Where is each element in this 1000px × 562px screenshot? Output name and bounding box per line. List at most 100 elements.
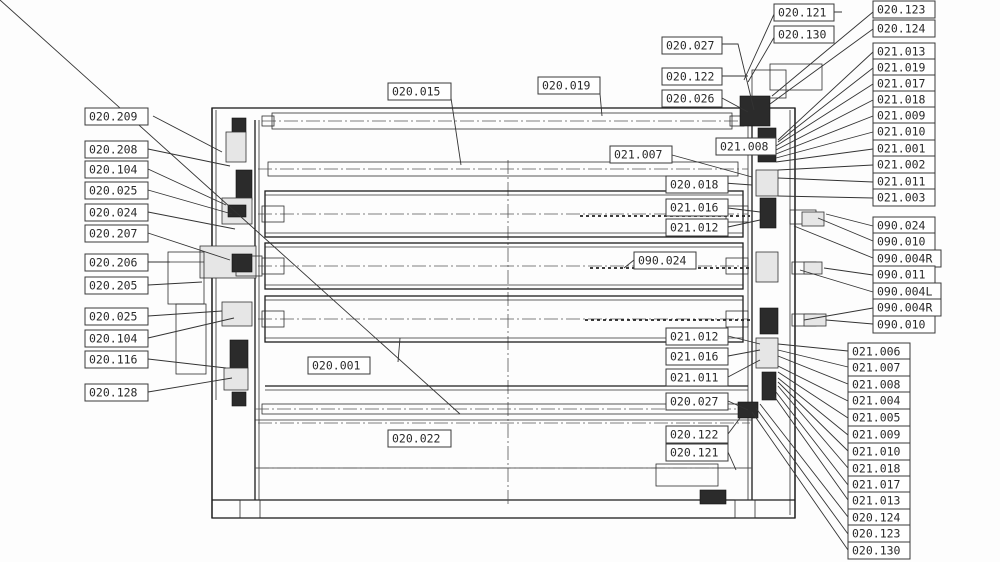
- part-number-text: 020.121: [670, 446, 719, 460]
- part-number-text: 021.005: [852, 411, 900, 425]
- part-label-l4: 020.122: [661, 67, 723, 86]
- part-label-l22: 020.018: [665, 175, 729, 194]
- part-label-l19: 020.128: [84, 383, 149, 402]
- part-number-text: 020.025: [89, 184, 137, 198]
- part-label-box: [665, 218, 729, 237]
- part-label-l5: 020.026: [661, 89, 723, 108]
- part-label-box: [387, 82, 452, 101]
- part-label-l14: 020.206: [84, 253, 149, 272]
- part-label-r18: 090.004R: [872, 298, 942, 317]
- part-label-l15: 020.205: [84, 276, 149, 295]
- part-number-text: 090.011: [877, 268, 926, 282]
- part-number-text: 021.012: [670, 330, 718, 344]
- part-label-l20: 021.007: [609, 145, 673, 164]
- part-number-text: 020.122: [666, 70, 714, 84]
- part-label-l32: 020.122: [665, 425, 729, 444]
- part-label-r7: 021.009: [872, 106, 936, 125]
- part-number-text: 020.024: [89, 206, 138, 220]
- part-label-l9: 020.208: [84, 140, 149, 159]
- part-label-r24: 021.005: [847, 408, 911, 427]
- part-label-r17: 090.004L: [872, 282, 942, 301]
- part-label-box: [661, 89, 723, 108]
- part-label-l1: 020.121: [773, 3, 835, 22]
- part-number-text: 090.010: [877, 318, 926, 332]
- part-label-box: [665, 425, 729, 444]
- part-number-text: 021.008: [852, 378, 901, 392]
- part-label-box: [307, 356, 371, 375]
- part-number-text: 020.104: [89, 163, 138, 177]
- part-label-r15: 090.004R: [872, 249, 942, 268]
- part-number-text: 021.007: [852, 361, 901, 375]
- part-number-text: 090.004R: [877, 301, 932, 315]
- part-label-l13: 020.207: [84, 224, 149, 243]
- part-label-box: [84, 276, 149, 295]
- part-label-l12: 020.024: [84, 203, 149, 222]
- leader-lines: [0, 0, 874, 551]
- part-label-l33: 020.121: [665, 443, 729, 462]
- part-label-box: [773, 25, 835, 44]
- part-number-text: 020.022: [392, 432, 440, 446]
- part-label-l8: 020.209: [84, 107, 149, 126]
- part-number-text: 020.026: [666, 92, 715, 106]
- part-label-l18: 020.116: [84, 350, 149, 369]
- part-number-text: 020.205: [89, 279, 137, 293]
- part-number-text: 020.027: [666, 39, 715, 53]
- part-label-box: [665, 175, 729, 194]
- part-label-r20: 021.006: [847, 342, 911, 361]
- part-number-text: 021.009: [877, 109, 926, 123]
- part-label-box: [665, 327, 729, 346]
- part-number-text: 020.018: [670, 178, 719, 192]
- part-label-box: [84, 181, 149, 200]
- part-label-r27: 021.018: [847, 459, 911, 478]
- part-number-text: 021.010: [852, 445, 901, 459]
- part-label-r32: 020.130: [847, 541, 911, 560]
- part-label-box: [84, 307, 149, 326]
- part-label-r29: 021.013: [847, 491, 911, 510]
- part-label-r10: 021.002: [872, 155, 936, 174]
- part-number-text: 021.017: [852, 478, 901, 492]
- part-number-text: 021.018: [852, 462, 901, 476]
- part-label-box: [665, 392, 729, 411]
- part-label-l30: 020.027: [665, 392, 729, 411]
- part-label-box: [665, 198, 729, 217]
- part-number-text: 020.208: [89, 143, 138, 157]
- part-number-text: 021.001: [877, 142, 926, 156]
- part-number-text: 020.121: [778, 6, 827, 20]
- part-number-text: 021.016: [670, 350, 719, 364]
- part-label-box: [872, 315, 936, 334]
- part-number-text: 021.006: [852, 345, 901, 359]
- part-number-text: 020.124: [852, 511, 901, 525]
- part-label-box: [84, 329, 149, 348]
- part-label-l2: 020.130: [773, 25, 835, 44]
- part-label-r8: 021.010: [872, 122, 936, 141]
- part-label-l26: 020.001: [307, 356, 371, 375]
- part-label-l23: 021.016: [665, 198, 729, 217]
- part-number-text: 021.017: [877, 77, 926, 91]
- part-number-text: 020.207: [89, 227, 138, 241]
- part-label-r12: 021.003: [872, 188, 936, 207]
- part-label-r30: 020.124: [847, 508, 911, 527]
- part-label-box: [84, 160, 149, 179]
- part-number-text: 021.009: [852, 428, 901, 442]
- part-label-box: [847, 541, 911, 560]
- part-labels: 020.121 020.130 020.027 020.122 020.026 020.0…: [84, 0, 942, 560]
- part-number-text: 090.024: [877, 219, 926, 233]
- part-label-box: [84, 224, 149, 243]
- part-label-l10: 020.104: [84, 160, 149, 179]
- part-label-r11: 021.011: [872, 172, 936, 191]
- part-label-box: [661, 67, 723, 86]
- part-number-text: 020.001: [312, 359, 361, 373]
- part-number-text: 020.209: [89, 110, 138, 124]
- part-label-l28: 021.016: [665, 347, 729, 366]
- part-number-text: 020.123: [877, 3, 926, 17]
- part-label-r5: 021.017: [872, 74, 936, 93]
- part-label-box: [84, 253, 149, 272]
- part-label-box: [387, 429, 452, 448]
- part-number-text: 020.124: [877, 22, 926, 36]
- part-label-r2: 020.124: [872, 19, 936, 38]
- part-label-r4: 021.019: [872, 58, 936, 77]
- part-number-text: 020.025: [89, 310, 137, 324]
- part-label-box: [633, 251, 697, 270]
- part-label-l27: 021.012: [665, 327, 729, 346]
